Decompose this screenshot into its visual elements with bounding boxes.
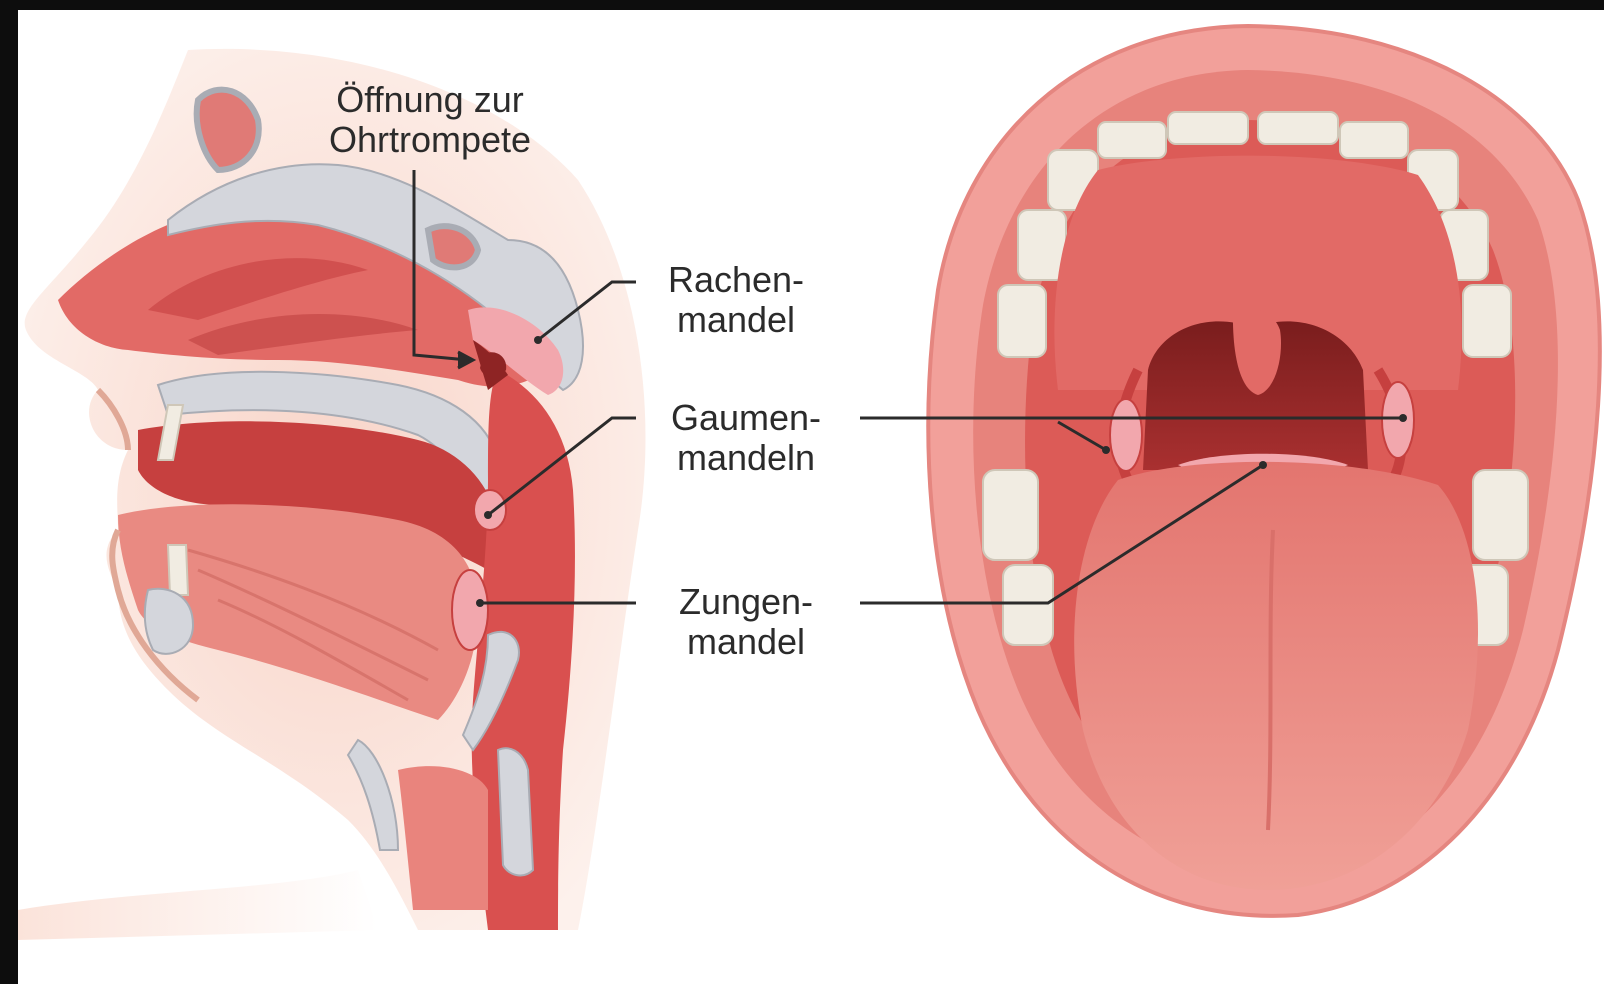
neck-skin <box>18 870 378 940</box>
vertebrae <box>498 748 533 875</box>
palatine-tonsil-left <box>1110 399 1142 471</box>
label-lingual-line2: mandel <box>636 622 856 662</box>
frontal-sinus <box>197 90 259 170</box>
lower-incisor <box>168 545 188 595</box>
palatine-tonsil-sagittal <box>474 490 506 530</box>
dot-lingual-left <box>476 599 484 607</box>
sagittal-section <box>18 49 646 940</box>
label-lingual-tonsil: Zungen- mandel <box>636 582 856 662</box>
label-adenoid-line1: Rachen- <box>636 260 836 300</box>
label-adenoid-line2: mandel <box>636 300 836 340</box>
dot-palatine-right <box>1399 414 1407 422</box>
open-mouth-view <box>928 26 1599 916</box>
sphenoid-sinus <box>428 226 478 267</box>
larynx <box>398 766 488 910</box>
dot-adenoid <box>534 336 542 344</box>
label-palatine-line1: Gaumen- <box>636 398 856 438</box>
label-lingual-line1: Zungen- <box>636 582 856 622</box>
dot-palatine-front-left <box>1102 446 1110 454</box>
label-eustachian-tube: Öffnung zur Ohrtrompete <box>300 80 560 160</box>
label-adenoid: Rachen- mandel <box>636 260 836 340</box>
label-eustachian-line2: Ohrtrompete <box>300 120 560 160</box>
label-palatine-tonsils: Gaumen- mandeln <box>636 398 856 478</box>
label-eustachian-line1: Öffnung zur <box>300 80 560 120</box>
illustration-canvas: Öffnung zur Ohrtrompete Rachen- mandel G… <box>18 10 1604 984</box>
label-palatine-line2: mandeln <box>636 438 856 478</box>
tonsil-anatomy-illustration <box>18 10 1604 984</box>
palatine-tonsil-right <box>1382 382 1414 458</box>
lingual-tonsil-sagittal <box>452 570 488 650</box>
dot-lingual-right <box>1259 461 1267 469</box>
dot-palatine-left <box>484 511 492 519</box>
